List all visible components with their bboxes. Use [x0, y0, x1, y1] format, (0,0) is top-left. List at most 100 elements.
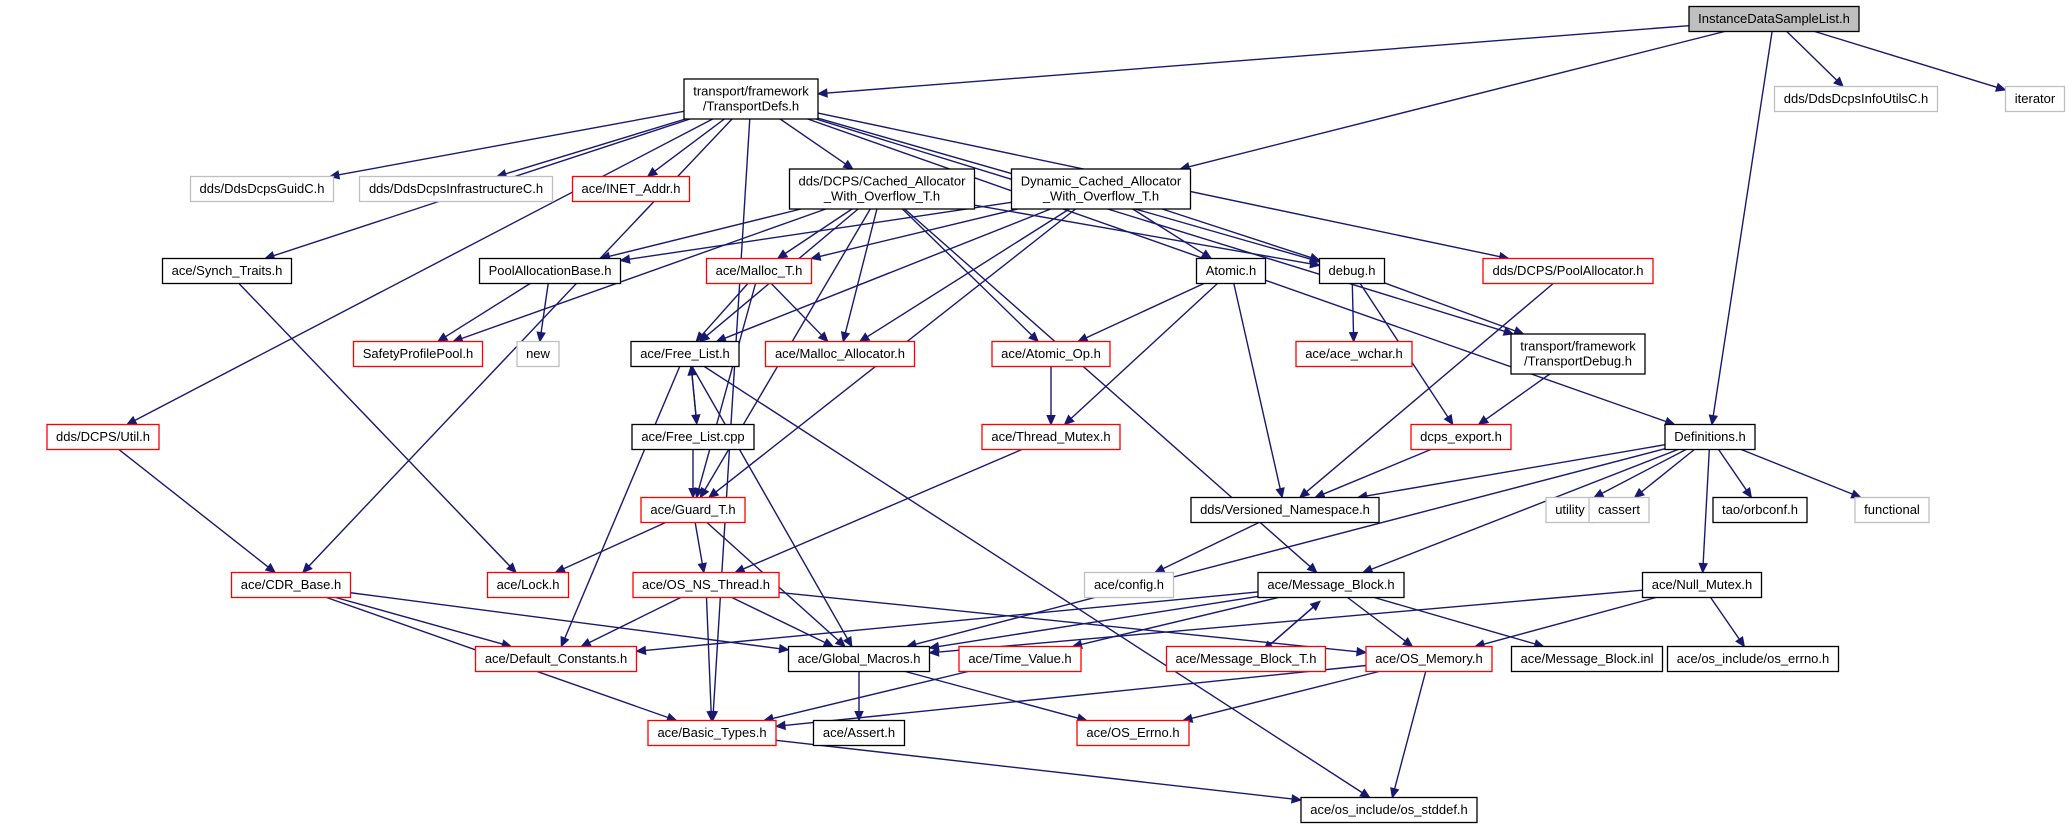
node-osmemory[interactable]: ace/OS_Memory.h: [1365, 645, 1493, 673]
node-box: [991, 340, 1111, 368]
edge-line: [609, 208, 802, 258]
node-inetaddr[interactable]: ace/INET_Addr.h: [571, 175, 691, 203]
node-poolallocator[interactable]: dds/DCPS/PoolAllocator.h: [1482, 257, 1654, 285]
node-defaultconst[interactable]: ace/Default_Constants.h: [474, 645, 638, 673]
edge-arrowhead: [1298, 487, 1311, 499]
node-iterator[interactable]: iterator: [2004, 85, 2066, 113]
node-messageblockinl[interactable]: ace/Message_Block.inl: [1510, 645, 1664, 673]
node-label: Definitions.h: [1674, 429, 1746, 444]
node-box: [1318, 257, 1386, 285]
node-threadmutex[interactable]: ace/Thread_Mutex.h: [981, 423, 1121, 451]
node-synchtraits[interactable]: ace/Synch_Traits.h: [161, 257, 293, 285]
edge-arrowhead: [264, 562, 277, 574]
node-osstddef[interactable]: ace/os_include/os_stddef.h: [1300, 796, 1478, 824]
edge-line: [1351, 283, 1355, 333]
edge-root-to-ddsinfoutils: [1786, 30, 1845, 88]
node-label: dds/Versioned_Namespace.h: [1200, 502, 1370, 517]
node-atomic[interactable]: Atomic.h: [1195, 257, 1267, 285]
edge-arrowhead: [554, 564, 567, 574]
node-guardt[interactable]: ace/Guard_T.h: [640, 496, 746, 524]
node-globalmacros[interactable]: ace/Global_Macros.h: [787, 645, 931, 673]
node-debug[interactable]: debug.h: [1318, 257, 1386, 285]
node-acewchar[interactable]: ace/ace_wchar.h: [1295, 340, 1413, 368]
node-safetyprofile[interactable]: SafetyProfilePool.h: [352, 340, 484, 368]
nodes-layer: InstanceDataSampleList.h transport/framew…: [46, 5, 2066, 824]
edge-nullmutex-to-osmemory: [1473, 596, 1657, 649]
node-basictypes[interactable]: ace/Basic_Types.h: [647, 719, 777, 747]
node-box: [46, 423, 160, 451]
edge-arrowhead: [1063, 414, 1075, 426]
node-label: ace/Synch_Traits.h: [172, 263, 283, 278]
node-oserrno[interactable]: ace/os_include/os_errno.h: [1666, 645, 1840, 673]
node-config[interactable]: ace/config.h: [1083, 571, 1175, 599]
node-atomicop[interactable]: ace/Atomic_Op.h: [991, 340, 1111, 368]
node-messageblockt[interactable]: ace/Message_Block_T.h: [1165, 645, 1327, 673]
edge-debug-to-transportdebug: [1384, 282, 1525, 336]
node-freelist[interactable]: ace/Free_List.h: [630, 340, 740, 368]
node-assert[interactable]: ace/Assert.h: [812, 719, 906, 747]
edge-line: [770, 283, 823, 336]
edge-arrowhead: [1698, 562, 1708, 574]
edge-dyncachedalloc-to-atomic: [1132, 208, 1213, 260]
node-utility[interactable]: utility: [1545, 496, 1595, 524]
node-box: [1666, 645, 1840, 673]
edge-transportdefs-to-transportdebug: [815, 118, 1515, 336]
edge-nullmutex-to-oserrno: [1710, 597, 1746, 648]
node-new[interactable]: new: [516, 340, 560, 368]
node-nullmutex[interactable]: ace/Null_Mutex.h: [1641, 571, 1763, 599]
edge-atomic-to-threadmutex: [1063, 282, 1218, 426]
node-box: [516, 340, 560, 368]
node-label: ace/Lock.h: [497, 577, 560, 592]
edge-line: [1393, 671, 1427, 789]
node-poolallocbase[interactable]: PoolAllocationBase.h: [478, 257, 622, 285]
edge-poolallocator-to-versionedns: [1298, 282, 1554, 499]
node-infrac[interactable]: dds/DdsDcpsInfrastructureC.h: [358, 175, 554, 203]
node-cassert[interactable]: cassert: [1588, 496, 1650, 524]
node-messageblock[interactable]: ace/Message_Block.h: [1257, 571, 1405, 599]
node-malloct[interactable]: ace/Malloc_T.h: [705, 257, 813, 285]
node-lock[interactable]: ace/Lock.h: [486, 571, 570, 599]
node-label: Atomic.h: [1206, 263, 1257, 278]
edges-layer: [118, 24, 2007, 804]
node-functional[interactable]: functional: [1854, 496, 1930, 524]
node-oserrnoh[interactable]: ace/OS_Errno.h: [1076, 719, 1190, 747]
node-freelistcpp[interactable]: ace/Free_List.cpp: [631, 423, 755, 451]
edge-line: [698, 283, 757, 490]
edge-freelistcpp-to-guardt: [688, 449, 698, 499]
node-box: [1664, 423, 1756, 451]
node-versionedns[interactable]: dds/Versioned_Namespace.h: [1190, 496, 1380, 524]
edge-arrowhead: [822, 638, 835, 648]
node-ddsinfoutils[interactable]: dds/DdsDcpsInfoUtilsC.h: [1773, 85, 1939, 113]
node-dyncachedalloc[interactable]: Dynamic_Cached_Allocator_With_Overflow_T…: [1010, 168, 1192, 210]
node-label: dds/DdsDcpsInfrastructureC.h: [369, 181, 543, 196]
edge-debug-to-acewchar: [1348, 283, 1359, 343]
node-timevalue[interactable]: ace/Time_Value.h: [958, 645, 1082, 673]
node-transportdefs[interactable]: transport/framework/TransportDefs.h: [683, 78, 819, 120]
edge-guardt-to-osnsthread: [694, 522, 707, 574]
node-mallocallocator[interactable]: ace/Malloc_Allocator.h: [764, 340, 916, 368]
edge-messageblock-to-osmemory: [1347, 596, 1414, 648]
edge-arrowhead: [1200, 249, 1213, 260]
edge-arrowhead: [619, 254, 631, 264]
node-cachedalloc[interactable]: dds/DCPS/Cached_Allocator_With_Overflow_…: [788, 168, 976, 210]
edge-definitions-to-nullmutex: [1698, 449, 1711, 574]
node-label: InstanceDataSampleList.h: [1698, 11, 1850, 26]
edge-versionedns-to-config: [1153, 521, 1260, 574]
edge-line: [1710, 597, 1740, 640]
node-orbconf[interactable]: tao/orbconf.h: [1712, 496, 1808, 524]
node-osnsthread[interactable]: ace/OS_NS_Thread.h: [632, 571, 780, 599]
node-dcpsexport[interactable]: dcps_export.h: [1410, 423, 1512, 451]
node-transportdebug[interactable]: transport/framework/TransportDebug.h: [1510, 333, 1646, 375]
edge-malloct-to-mallocallocator: [770, 283, 829, 343]
node-cdrbase[interactable]: ace/CDR_Base.h: [230, 571, 352, 599]
edge-arrowhead: [1309, 600, 1321, 612]
edge-freelist-to-osstddef: [703, 365, 1371, 799]
edge-globalmacros-to-assert: [854, 671, 864, 722]
node-definitions[interactable]: Definitions.h: [1664, 423, 1756, 451]
node-guidc[interactable]: dds/DdsDcpsGuidC.h: [189, 175, 335, 203]
node-util[interactable]: dds/DCPS/Util.h: [46, 423, 160, 451]
edge-arrowhead: [1356, 646, 1368, 657]
edge-arrowhead: [778, 643, 790, 654]
node-root[interactable]: InstanceDataSampleList.h: [1688, 5, 1860, 33]
node-label: ace/Atomic_Op.h: [1001, 346, 1101, 361]
